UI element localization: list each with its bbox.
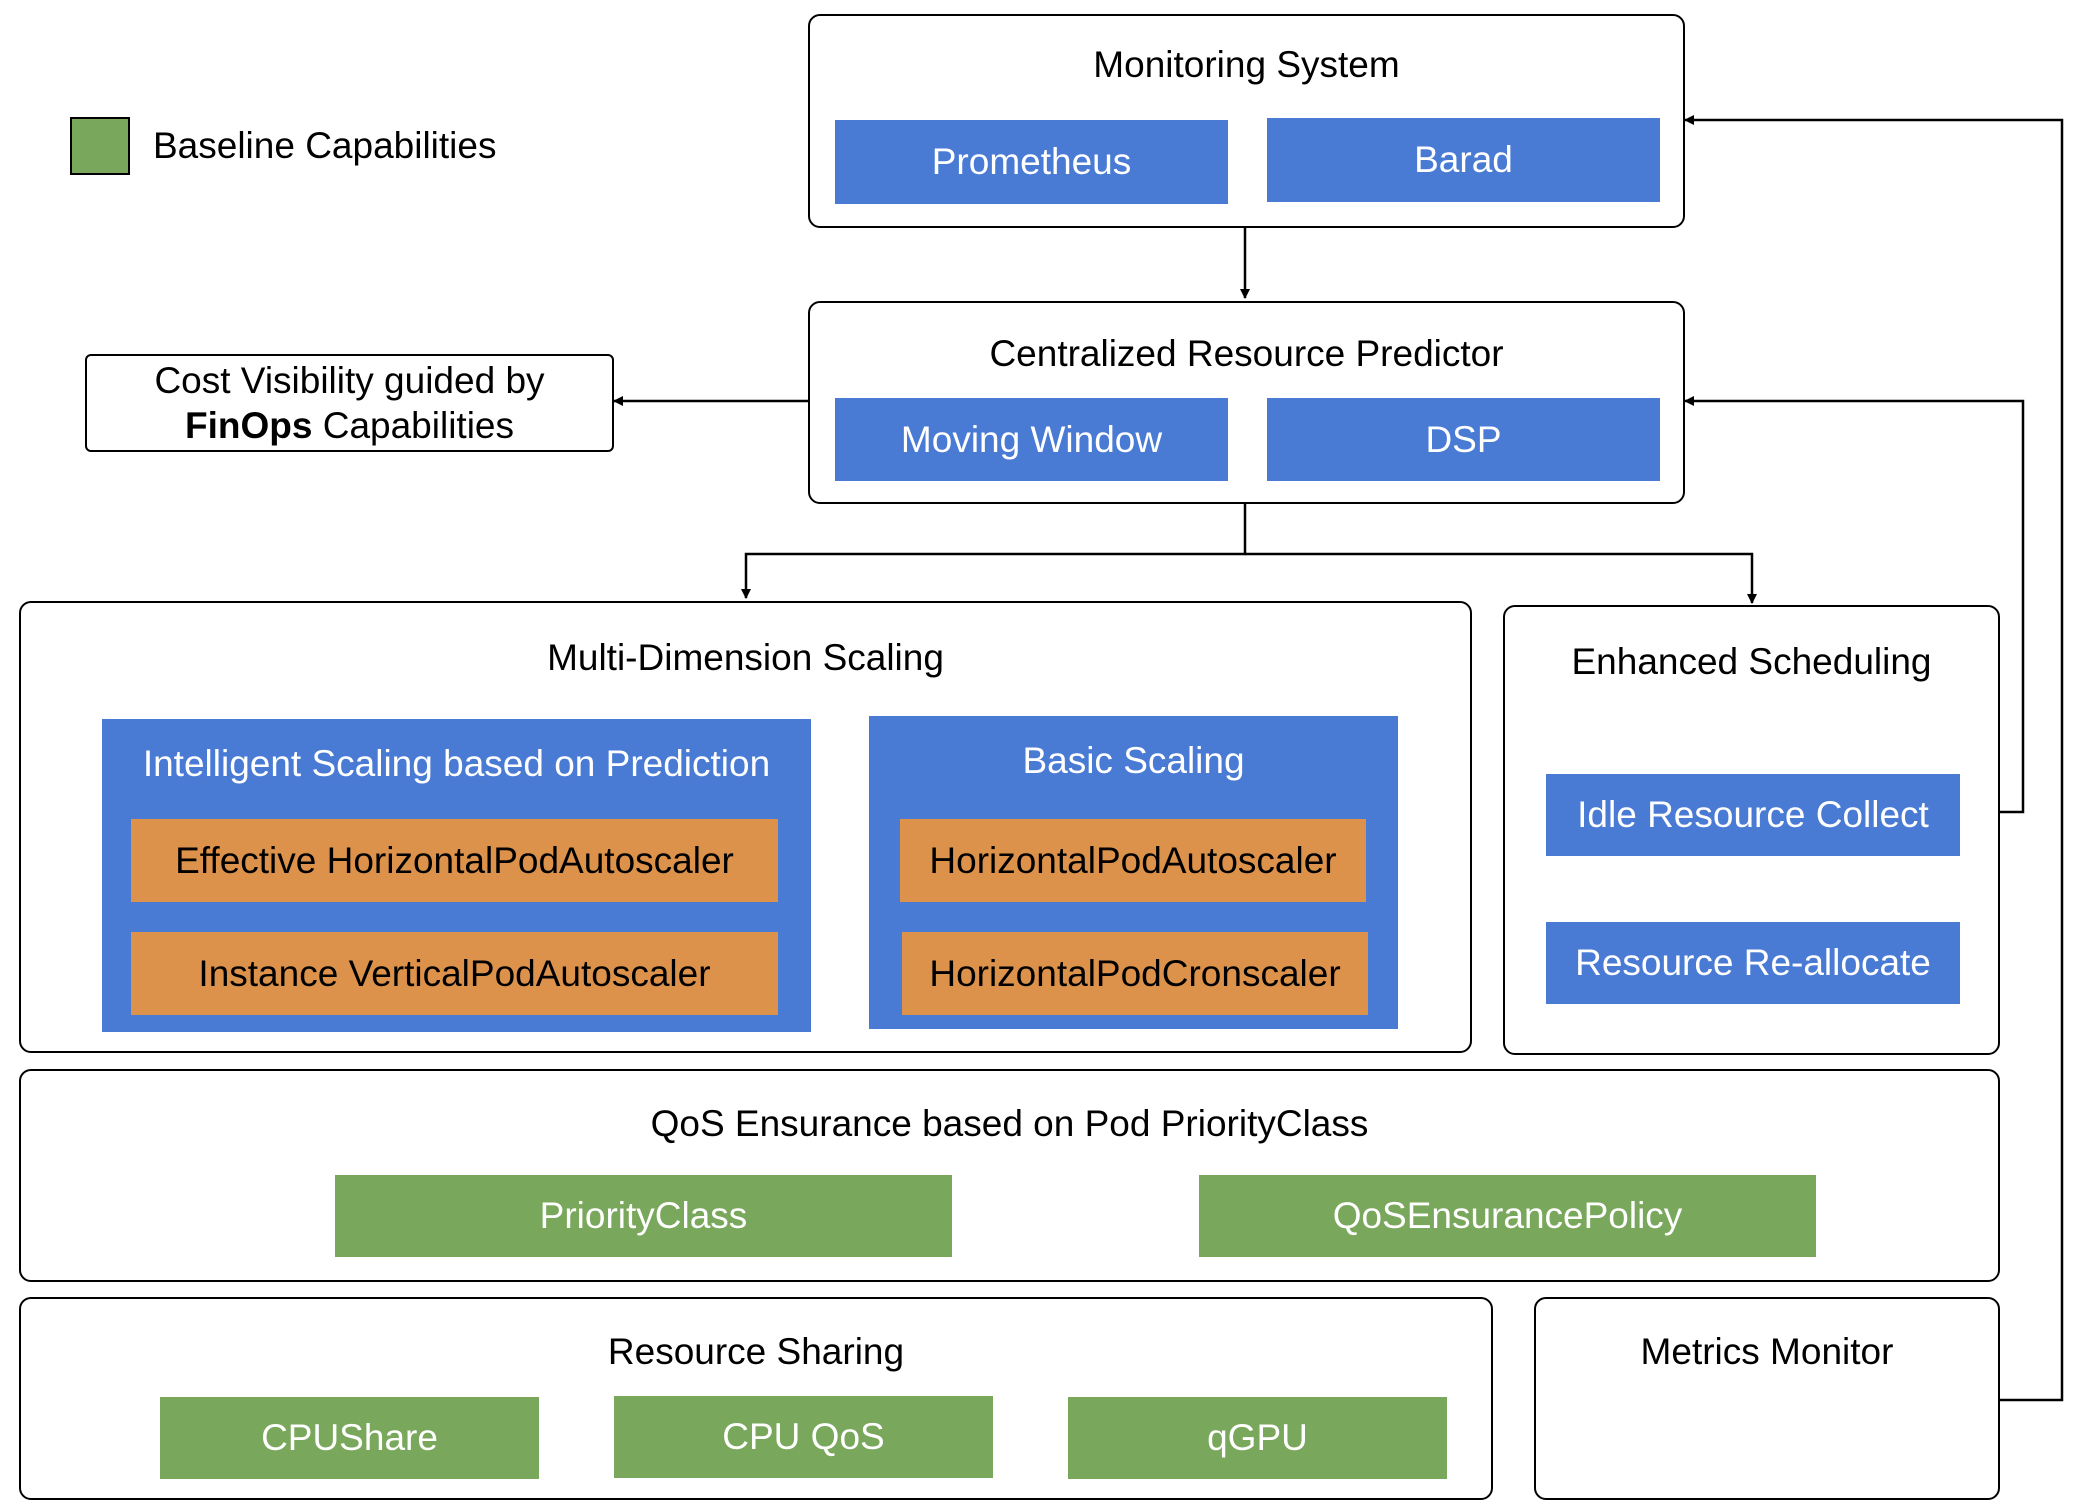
resource-sharing-panel: Resource Sharing CPUShare CPU QoS qGPU xyxy=(19,1297,1493,1500)
resource-reallocate-box: Resource Re-allocate xyxy=(1546,922,1960,1004)
monitoring-system-panel: Monitoring System Prometheus Barad xyxy=(808,14,1685,228)
monitoring-system-title: Monitoring System xyxy=(1093,44,1400,85)
cpu-qos-box: CPU QoS xyxy=(614,1396,993,1478)
line-predictor-split xyxy=(741,504,1247,599)
arrow-predictor-to-scheduling xyxy=(1245,552,1757,604)
moving-window-box: Moving Window xyxy=(835,398,1228,481)
multi-dimension-scaling-title: Multi-Dimension Scaling xyxy=(547,637,944,678)
cost-visibility-box: Cost Visibility guided by FinOps Capabil… xyxy=(85,354,614,452)
resource-predictor-title: Centralized Resource Predictor xyxy=(989,333,1504,374)
priorityclass-box: PriorityClass xyxy=(335,1175,952,1257)
idle-resource-collect-box: Idle Resource Collect xyxy=(1546,774,1960,856)
qos-ensurance-title: QoS Ensurance based on Pod PriorityClass xyxy=(650,1103,1369,1144)
cost-visibility-line1: Cost Visibility guided by xyxy=(154,360,545,401)
cpushare-box: CPUShare xyxy=(160,1397,539,1479)
intelligent-scaling-title: Intelligent Scaling based on Prediction xyxy=(142,743,771,784)
barad-box: Barad xyxy=(1267,118,1660,202)
basic-scaling-title: Basic Scaling xyxy=(1022,740,1245,781)
legend-label: Baseline Capabilities xyxy=(153,125,497,166)
finops-label: FinOps xyxy=(184,405,313,446)
legend-swatch xyxy=(70,117,130,175)
hpcronscaler-box: HorizontalPodCronscaler xyxy=(902,932,1368,1015)
metrics-monitor-panel: Metrics Monitor xyxy=(1534,1297,2000,1500)
qosensurancepolicy-box: QoSEnsurancePolicy xyxy=(1199,1175,1816,1257)
metrics-monitor-title: Metrics Monitor xyxy=(1640,1331,1894,1372)
enhanced-scheduling-panel: Enhanced Scheduling Idle Resource Collec… xyxy=(1503,605,2000,1055)
resource-predictor-panel: Centralized Resource Predictor Moving Wi… xyxy=(808,301,1685,504)
qos-ensurance-panel: QoS Ensurance based on Pod PriorityClass… xyxy=(19,1069,2000,1282)
dsp-box: DSP xyxy=(1267,398,1660,481)
hpa-box: HorizontalPodAutoscaler xyxy=(900,819,1366,902)
effective-hpa-box: Effective HorizontalPodAutoscaler xyxy=(131,819,778,902)
resource-sharing-title: Resource Sharing xyxy=(607,1331,905,1372)
instance-vpa-box: Instance VerticalPodAutoscaler xyxy=(131,932,778,1015)
intelligent-scaling-group: Intelligent Scaling based on Prediction … xyxy=(102,719,811,1032)
enhanced-scheduling-title: Enhanced Scheduling xyxy=(1571,641,1932,682)
capabilities-label: Capabilities xyxy=(312,405,514,446)
arrow-metrics-to-monitoring xyxy=(1684,115,2064,1402)
prometheus-box: Prometheus xyxy=(835,120,1228,204)
multi-dimension-scaling-panel: Multi-Dimension Scaling Intelligent Scal… xyxy=(19,601,1472,1053)
cost-visibility-line2: FinOps Capabilities xyxy=(185,403,514,448)
basic-scaling-group: Basic Scaling HorizontalPodAutoscaler Ho… xyxy=(869,716,1398,1029)
qgpu-box: qGPU xyxy=(1068,1397,1447,1479)
